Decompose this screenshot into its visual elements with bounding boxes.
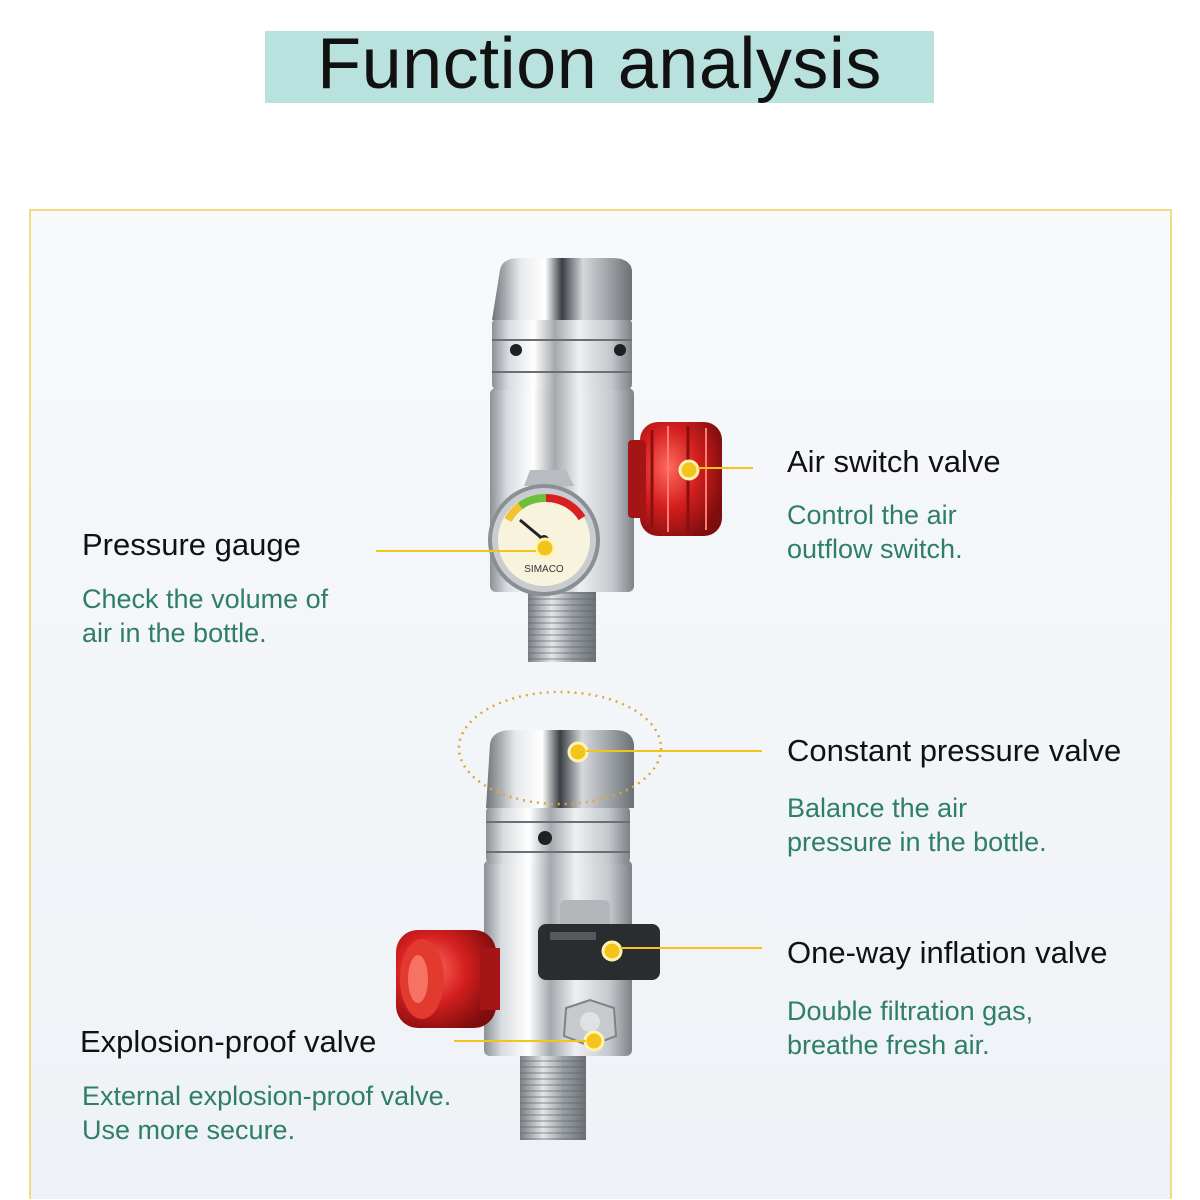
callout-dot-air-switch xyxy=(678,459,700,481)
constant-pressure-highlight xyxy=(457,690,663,806)
air-switch-knob xyxy=(628,422,722,536)
bottom-valve xyxy=(396,690,663,1140)
label-air-switch-valve: Air switch valve xyxy=(787,444,1001,479)
callout-dot-constant-pressure xyxy=(567,741,589,763)
valve-ring-bottom xyxy=(486,806,630,864)
leader-lines xyxy=(376,467,762,1042)
title-band xyxy=(265,31,934,103)
explosion-proof-knob xyxy=(396,930,500,1028)
valve-cap-bottom xyxy=(486,730,634,808)
label-one-way-inflation-valve: One-way inflation valve xyxy=(787,935,1108,970)
callout-dot-explosion-proof xyxy=(583,1030,605,1052)
desc-explosion-proof-valve: External explosion-proof valve. Use more… xyxy=(82,1081,452,1145)
explosion-proof-bolt xyxy=(562,998,618,1048)
desc-constant-pressure-valve: Balance the air pressure in the bottle. xyxy=(787,793,1047,857)
valve-cap-top xyxy=(492,258,632,320)
desc-pressure-gauge: Check the volume of air in the bottle. xyxy=(82,584,329,648)
desc-one-way-inflation-valve: Double filtration gas, breathe fresh air… xyxy=(787,996,1034,1060)
label-explosion-proof-valve: Explosion-proof valve xyxy=(80,1024,377,1059)
inflation-nozzle xyxy=(538,900,660,980)
callout-dot-inflation xyxy=(601,940,623,962)
gauge-brand-text: SIMACO xyxy=(524,564,564,575)
callout-dot-gauge xyxy=(534,537,556,559)
page-title: Function analysis xyxy=(317,24,882,104)
label-constant-pressure-valve: Constant pressure valve xyxy=(787,733,1122,768)
desc-air-switch-valve: Control the air outflow switch. xyxy=(787,500,963,564)
top-valve: SIMACO xyxy=(488,258,722,662)
label-pressure-gauge: Pressure gauge xyxy=(82,527,301,562)
